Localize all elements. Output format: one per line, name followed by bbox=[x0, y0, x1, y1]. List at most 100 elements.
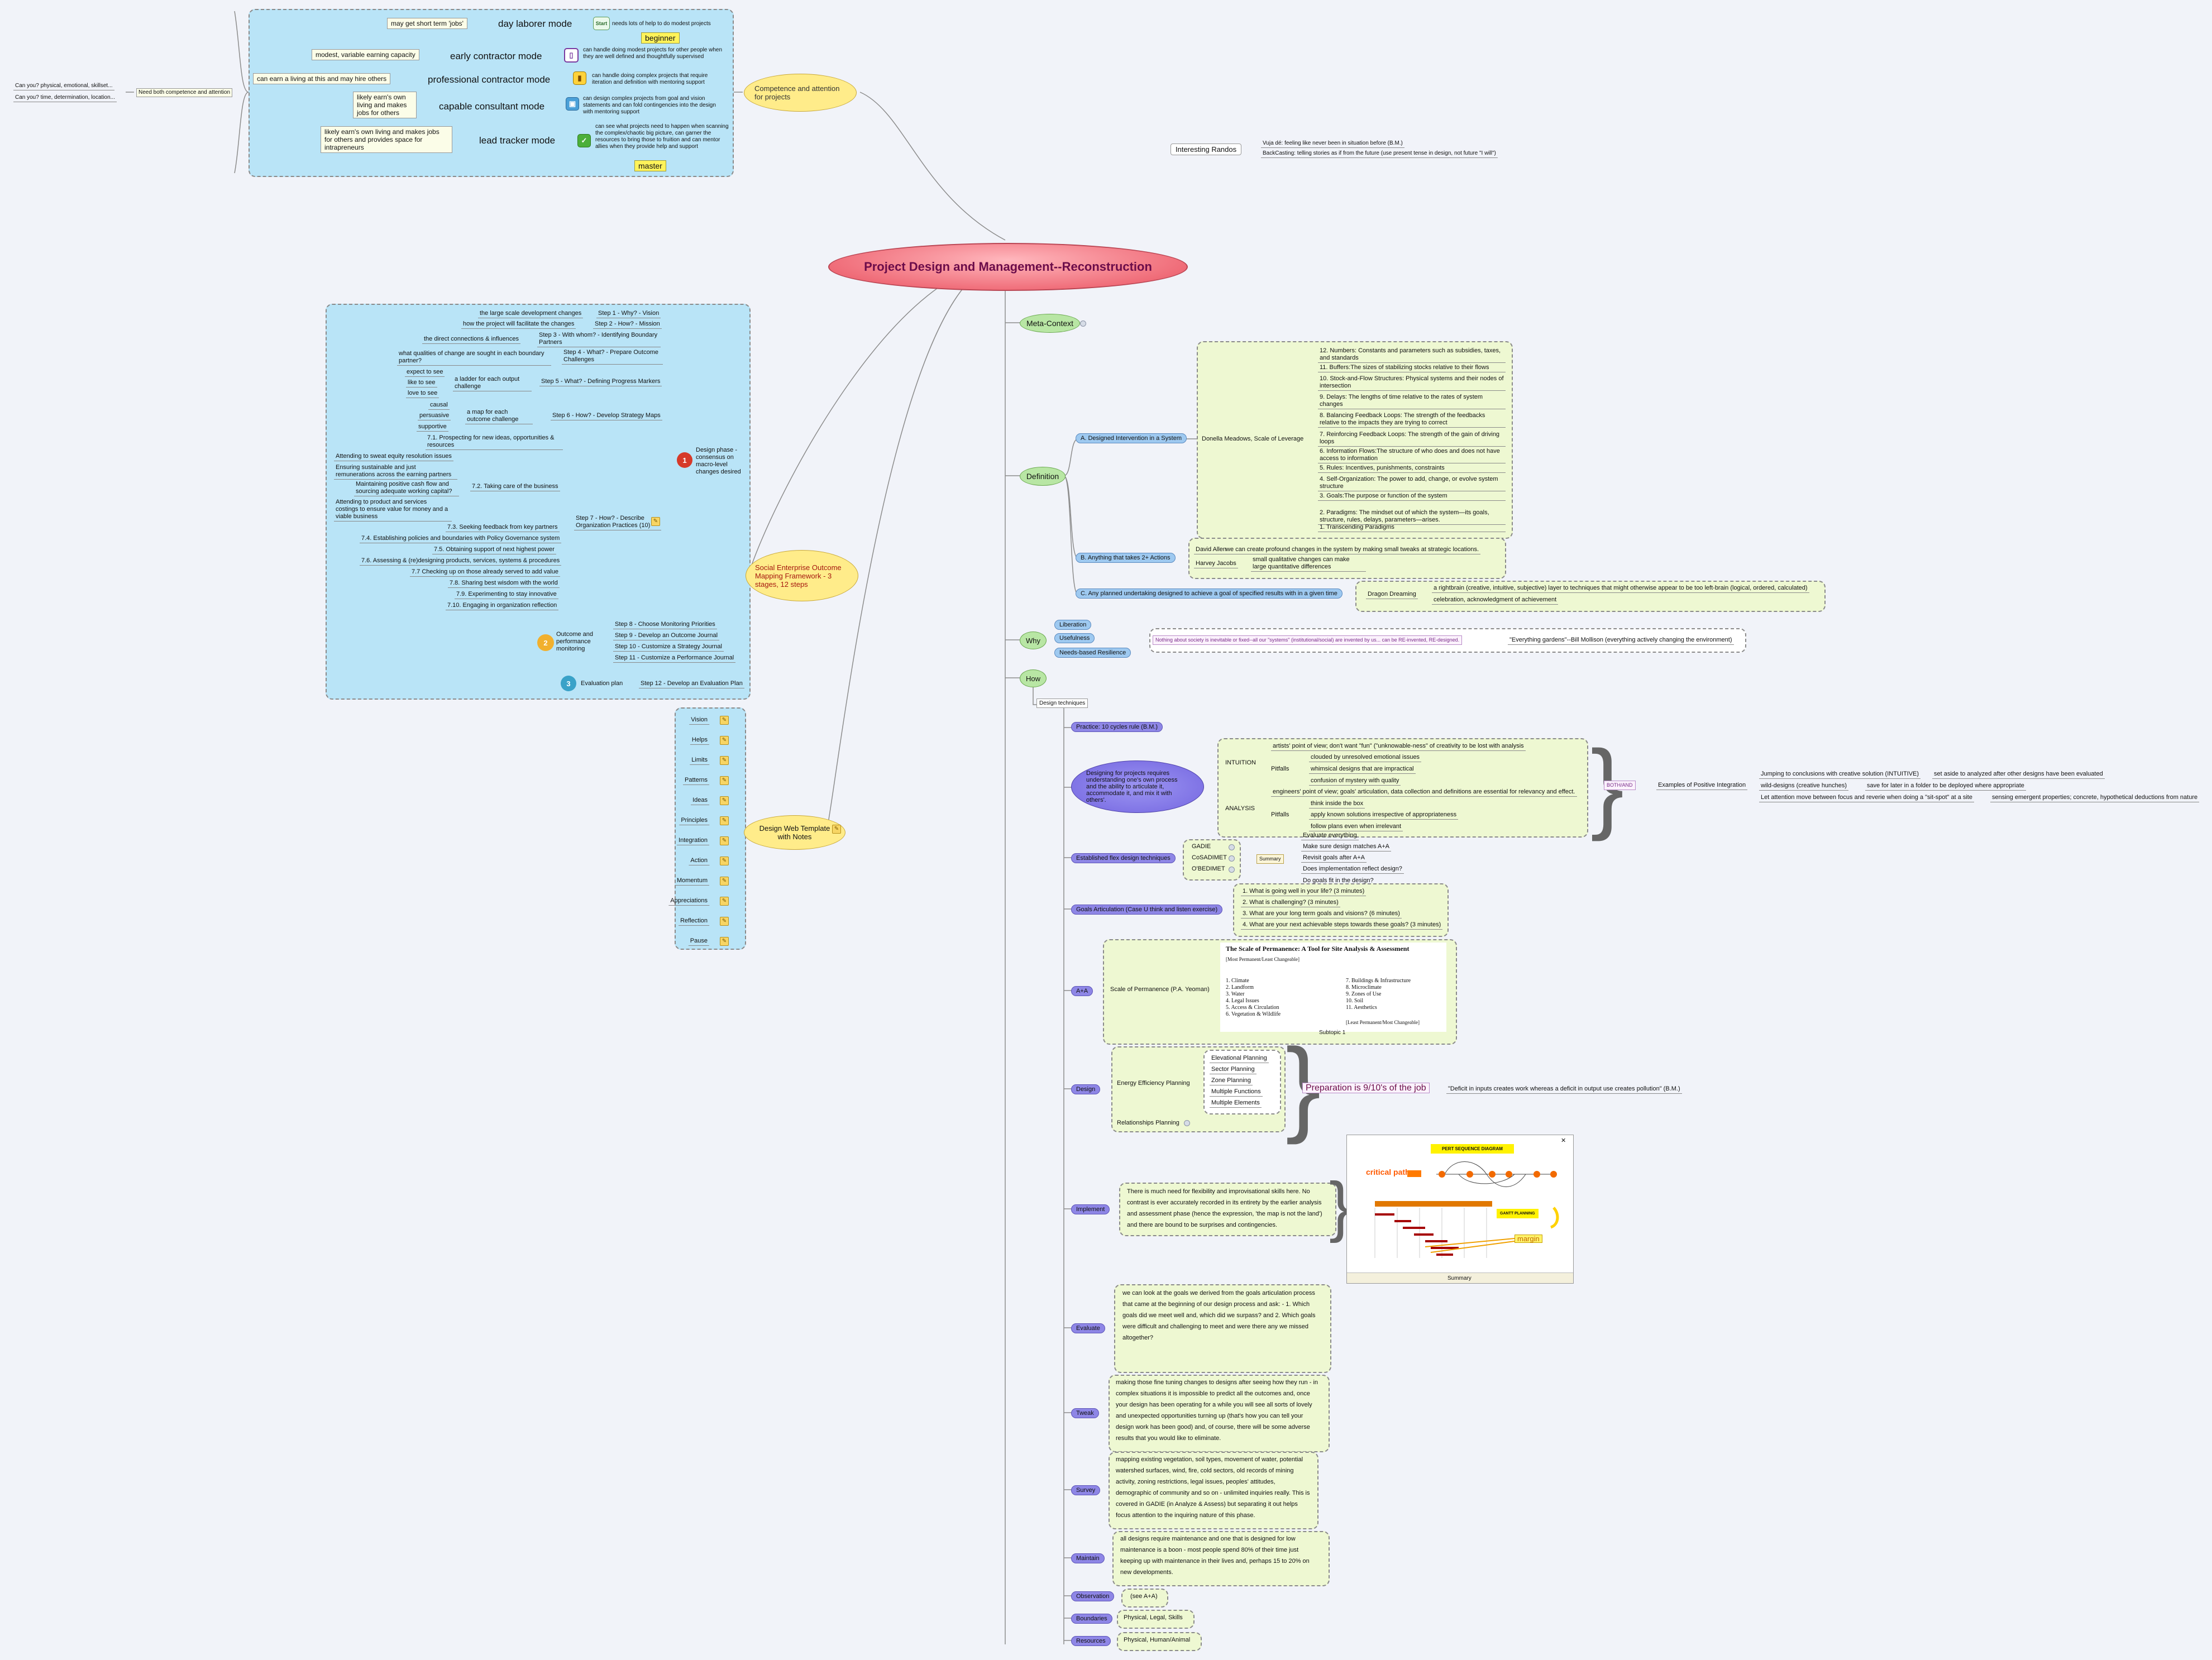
maintain-topic[interactable]: Maintain bbox=[1071, 1553, 1105, 1563]
template-item[interactable]: Action bbox=[689, 857, 709, 865]
step-three-badge: 3 bbox=[561, 676, 576, 691]
template-item[interactable]: Ideas bbox=[691, 797, 709, 805]
flex-techniques[interactable]: Established flex design techniques bbox=[1071, 853, 1176, 863]
collapse-indicator[interactable] bbox=[1229, 867, 1235, 873]
practice-rule[interactable]: Practice: 10 cycles rule (B.M.) bbox=[1071, 722, 1163, 732]
designing-topic[interactable]: Designing for projects requires understa… bbox=[1071, 760, 1204, 813]
how-topic[interactable]: How bbox=[1020, 669, 1047, 687]
close-icon[interactable]: ✕ bbox=[1561, 1137, 1566, 1144]
implement-text: There is much need for flexibility and i… bbox=[1127, 1188, 1322, 1228]
why-resilience[interactable]: Needs-based Resilience bbox=[1054, 648, 1131, 658]
seomf-topic[interactable]: Social Enterprise Outcome Mapping Framew… bbox=[746, 550, 858, 601]
energy-item: Multiple Functions bbox=[1210, 1088, 1263, 1097]
template-item[interactable]: Pause bbox=[688, 937, 709, 946]
aa-topic[interactable]: A+A bbox=[1071, 986, 1093, 996]
jacobs-note: small qualitative changes can make large… bbox=[1251, 556, 1366, 572]
book-icon: ▯ bbox=[564, 48, 579, 63]
design-topic[interactable]: Design bbox=[1071, 1084, 1101, 1094]
template-item[interactable]: Integration bbox=[677, 837, 709, 845]
observation-panel bbox=[1121, 1589, 1168, 1608]
tweak-topic[interactable]: Tweak bbox=[1071, 1408, 1099, 1418]
dragon-item-1: a rightbrain (creative, intuitive, subje… bbox=[1432, 585, 1809, 593]
randos-item-1: Vuja dé: feeling like never been in situ… bbox=[1261, 140, 1404, 148]
level-note-5: likely earn's own living and makes jobs … bbox=[321, 126, 452, 153]
template-topic-label: Design Web Template with Notes bbox=[759, 824, 830, 841]
collapse-indicator[interactable] bbox=[1184, 1120, 1190, 1126]
boundaries-topic[interactable]: Boundaries bbox=[1071, 1614, 1112, 1624]
analysis-label: ANALYSIS bbox=[1225, 805, 1255, 812]
analysis-pitfall-1: think inside the box bbox=[1309, 800, 1365, 809]
perm-left-item: 6. Vegetation & Wildlife bbox=[1226, 1011, 1281, 1017]
definition-a[interactable]: A. Designed Intervention in a System bbox=[1076, 433, 1187, 443]
perm-left-item: 3. Water bbox=[1226, 991, 1245, 997]
critical-path: critical path bbox=[1366, 1168, 1410, 1176]
perm-left-item: 4. Legal Issues bbox=[1226, 998, 1259, 1004]
template-item[interactable]: Patterns bbox=[683, 777, 709, 785]
survey-topic[interactable]: Survey bbox=[1071, 1485, 1101, 1495]
meta-context[interactable]: Meta-Context bbox=[1020, 314, 1080, 333]
definition-topic[interactable]: Definition bbox=[1020, 467, 1066, 486]
leverage-point: 6. Information Flows:The structure of wh… bbox=[1318, 448, 1506, 463]
calendar-icon: ▮ bbox=[573, 71, 586, 85]
evaluate-topic[interactable]: Evaluate bbox=[1071, 1323, 1105, 1333]
step-6-leaf-3: supportive bbox=[417, 423, 448, 432]
survey-text: mapping existing vegetation, soil types,… bbox=[1116, 1456, 1310, 1519]
step-4-child: what qualities of change are sought in e… bbox=[397, 350, 551, 366]
master-tag: master bbox=[634, 160, 666, 171]
allen-note: we can create profound changes in the sy… bbox=[1224, 546, 1481, 554]
level-desc-2: can handle doing modest projects for oth… bbox=[583, 47, 723, 60]
why-usefulness[interactable]: Usefulness bbox=[1054, 633, 1095, 643]
template-topic[interactable]: Design Web Template with Notes bbox=[744, 815, 845, 850]
goal-2: 2. What is challenging? (3 minutes) bbox=[1241, 899, 1340, 907]
definition-b[interactable]: B. Anything that takes 2+ Actions bbox=[1076, 553, 1176, 563]
template-item[interactable]: Appreciations bbox=[668, 897, 709, 906]
maintain-text: all designs require maintenance and one … bbox=[1120, 1535, 1310, 1576]
relationships-planning: Relationships Planning bbox=[1117, 1120, 1179, 1126]
definition-c[interactable]: C. Any planned undertaking designed to a… bbox=[1076, 589, 1343, 599]
step-11: Step 11 - Customize a Performance Journa… bbox=[613, 654, 736, 663]
intuition-pitfall-1: clouded by unresolved emotional issues bbox=[1309, 754, 1422, 762]
collapse-indicator[interactable] bbox=[1080, 320, 1086, 327]
implement-topic[interactable]: Implement bbox=[1071, 1204, 1110, 1214]
why-liberation[interactable]: Liberation bbox=[1054, 620, 1092, 630]
level-note-1: may get short term 'jobs' bbox=[387, 18, 467, 29]
note-icon: ✎ bbox=[720, 897, 729, 906]
template-item[interactable]: Helps bbox=[690, 736, 709, 745]
competence-topic[interactable]: Competence and attention for projects bbox=[744, 74, 857, 112]
observation-note: (see A+A) bbox=[1130, 1593, 1158, 1600]
why-quote-1: Nothing about society is inevitable or f… bbox=[1153, 635, 1463, 645]
observation-topic[interactable]: Observation bbox=[1071, 1591, 1115, 1601]
template-item[interactable]: Principles bbox=[679, 817, 709, 825]
goals-articulation[interactable]: Goals Articulation (Case U think and lis… bbox=[1071, 905, 1223, 915]
collapse-indicator[interactable] bbox=[1229, 844, 1235, 850]
resources-note: Physical, Human/Animal bbox=[1124, 1637, 1191, 1643]
energy-item: Sector Planning bbox=[1210, 1066, 1257, 1074]
template-item[interactable]: Limits bbox=[690, 757, 709, 765]
practice-7-3: 7.3. Seeking feedback from key partners bbox=[446, 524, 560, 532]
template-item[interactable]: Vision bbox=[689, 716, 709, 725]
why-topic[interactable]: Why bbox=[1020, 632, 1047, 649]
practice-7-9: 7.9. Experimenting to stay innovative bbox=[455, 591, 558, 599]
step-3: Step 3 - With whom? - Identifying Bounda… bbox=[537, 332, 661, 347]
perm-right-item: 10. Soil bbox=[1346, 998, 1364, 1004]
integration-3b: sensing emergent properties; concrete, h… bbox=[1990, 794, 2200, 802]
randos-item-2: BackCasting: telling stories as if from … bbox=[1261, 150, 1498, 158]
permanence-image: The Scale of Permanence: A Tool for Site… bbox=[1220, 943, 1446, 1032]
template-item[interactable]: Momentum bbox=[675, 877, 709, 886]
step-5: Step 5 - What? - Defining Progress Marke… bbox=[539, 378, 662, 386]
preparation: Preparation is 9/10's of the job bbox=[1302, 1083, 1430, 1093]
beginner-tag: beginner bbox=[641, 32, 680, 44]
intuition-label: INTUITION bbox=[1225, 759, 1256, 766]
interesting-randos[interactable]: Interesting Randos bbox=[1171, 143, 1242, 155]
template-item[interactable]: Reflection bbox=[679, 917, 709, 926]
collapse-indicator[interactable] bbox=[1229, 855, 1235, 862]
note-icon: ✎ bbox=[720, 917, 729, 926]
central-topic[interactable]: Project Design and Management--Reconstru… bbox=[828, 243, 1188, 291]
practice-7-4: 7.4. Establishing policies and boundarie… bbox=[360, 535, 562, 543]
evaluate-text: we can look at the goals we derived from… bbox=[1122, 1290, 1316, 1341]
energy-item: Multiple Elements bbox=[1210, 1099, 1262, 1108]
meadows-panel bbox=[1197, 341, 1513, 539]
template-note-icon: ✎ bbox=[832, 825, 841, 834]
resources-topic[interactable]: Resources bbox=[1071, 1636, 1111, 1646]
boundaries-panel bbox=[1117, 1610, 1195, 1629]
